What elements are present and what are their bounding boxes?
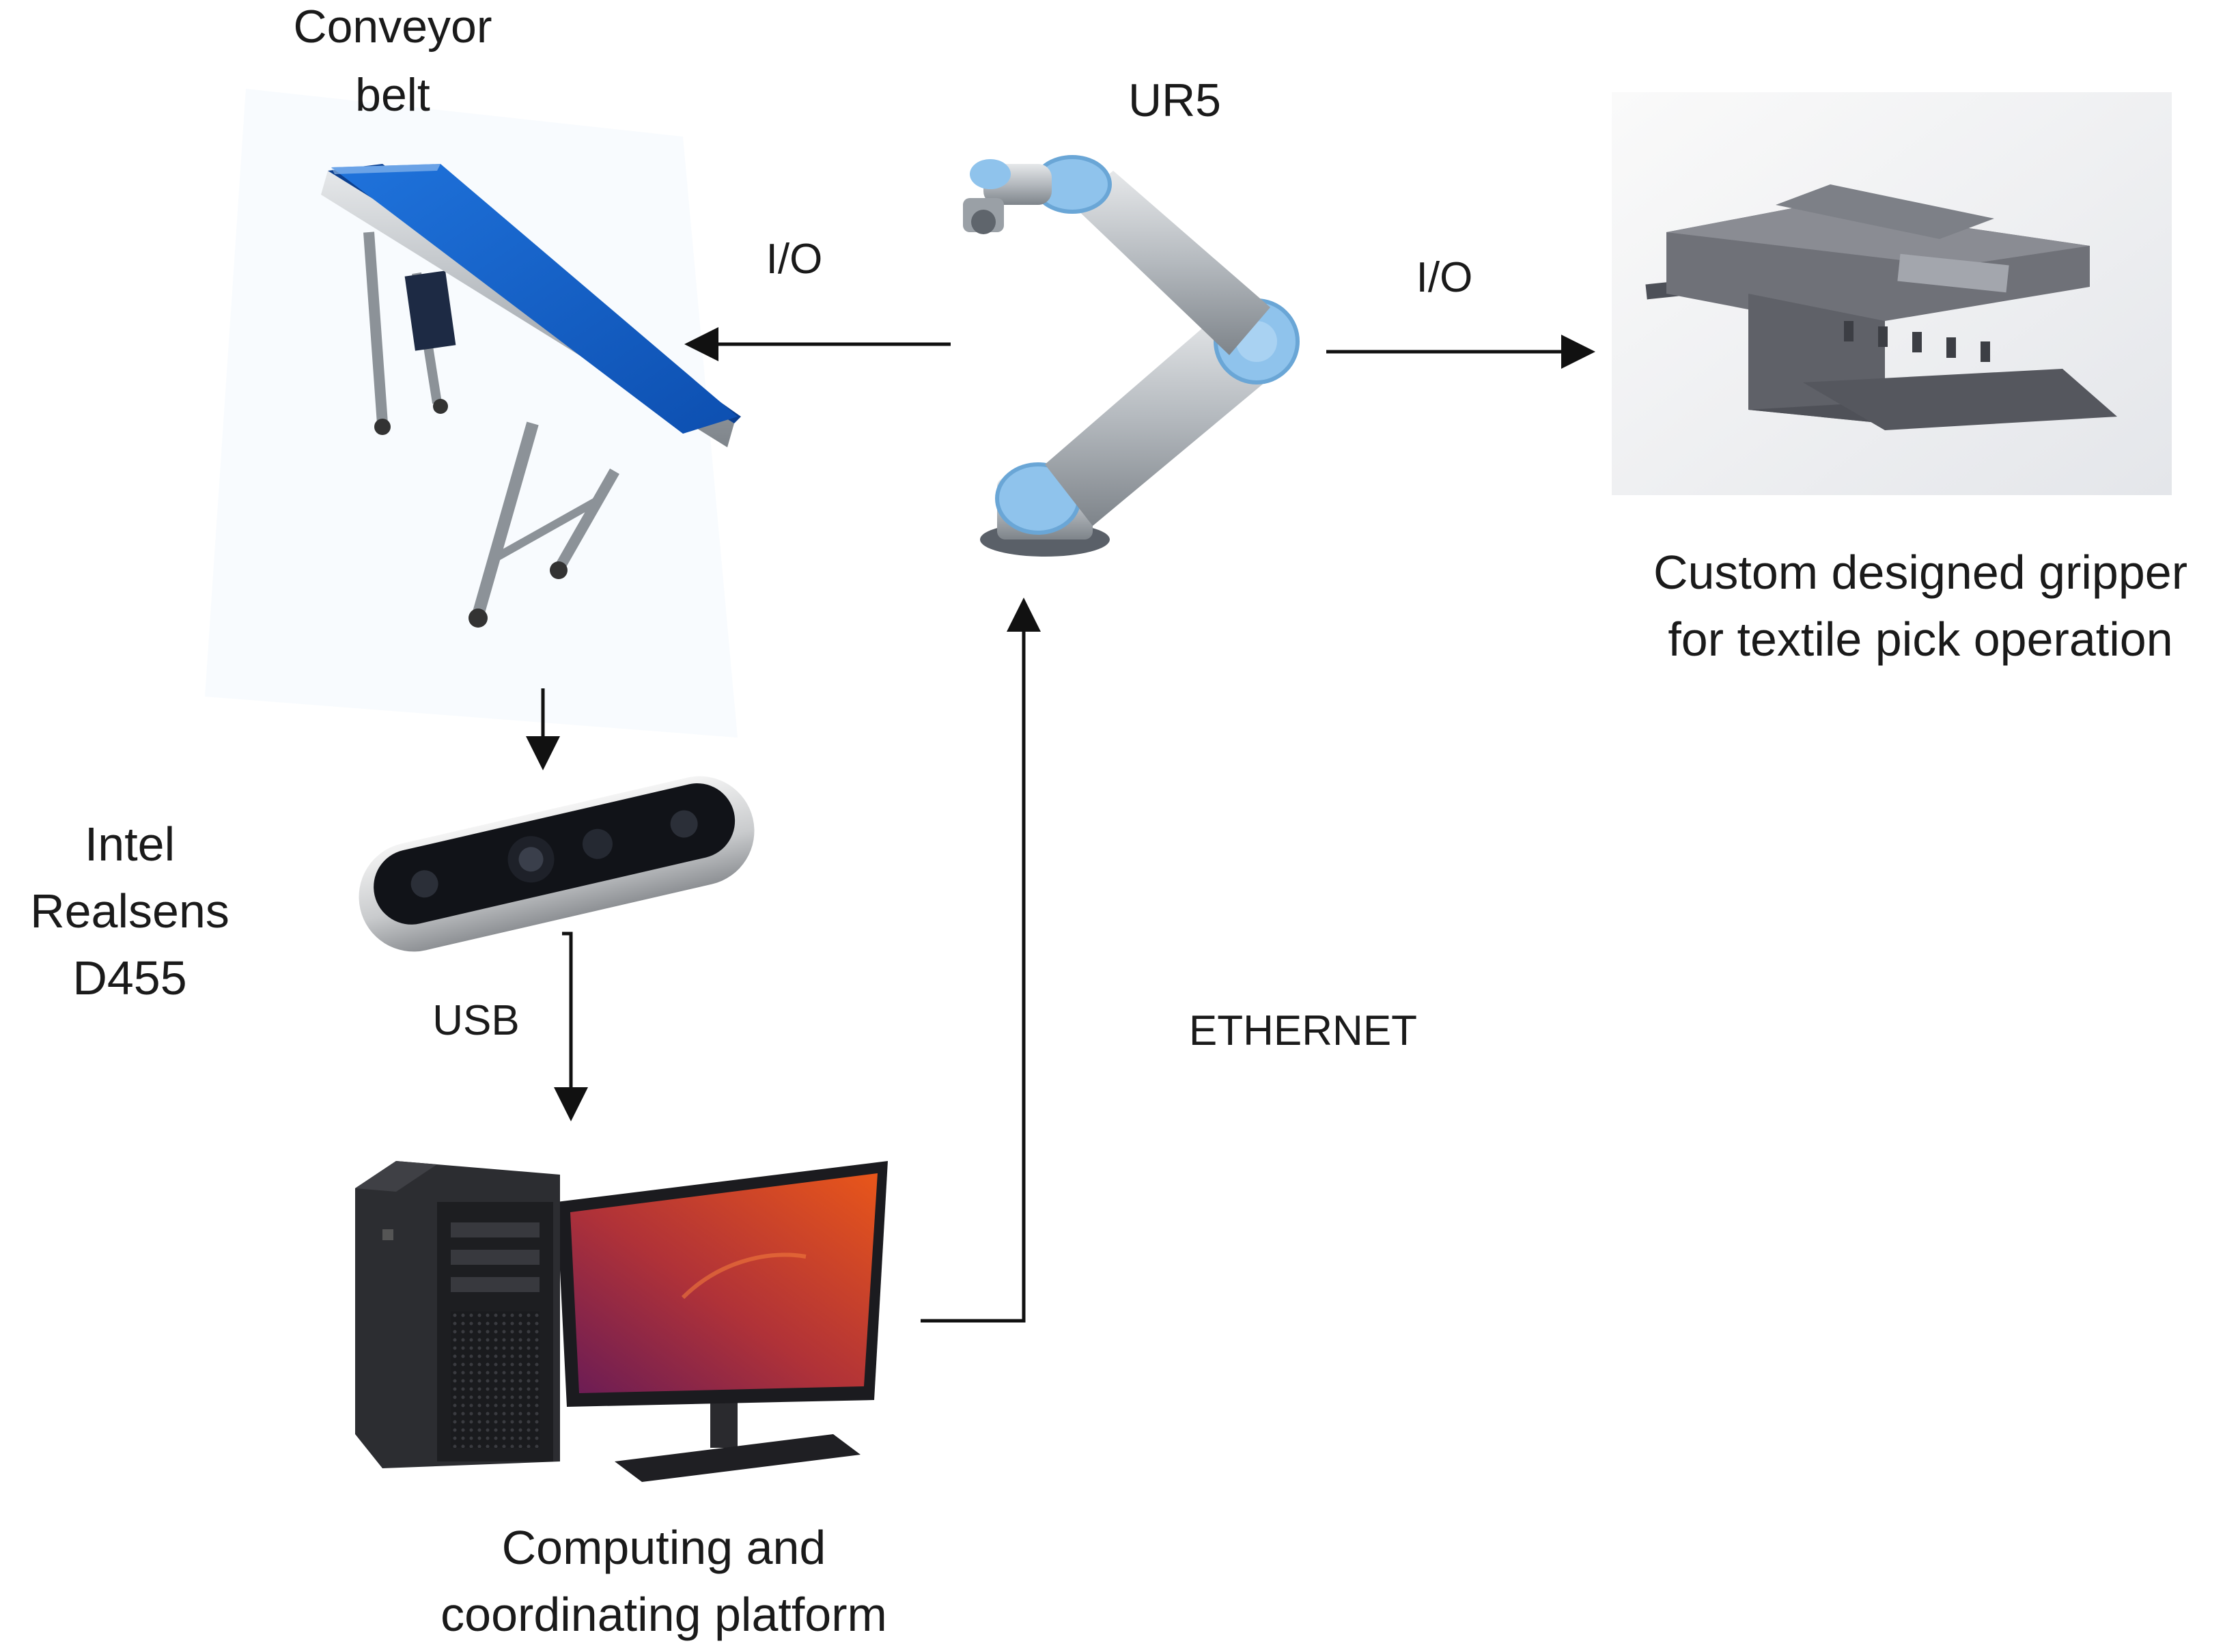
camera-label-line1: Intel [85, 817, 175, 871]
usb-label: USB [432, 997, 519, 1044]
arrow-camera-to-computer [554, 932, 588, 1121]
camera-label-line3: D455 [72, 951, 186, 1005]
camera-label-line2: Realsens [30, 884, 229, 938]
robot-arm-icon [963, 155, 1300, 557]
workstation-icon [355, 1161, 888, 1482]
ethernet-label: ETHERNET [1189, 1007, 1417, 1054]
io-left-label: I/O [766, 236, 823, 283]
gripper-label-line1: Custom designed gripper [1653, 546, 2187, 599]
io-right-label: I/O [1416, 254, 1473, 301]
depth-camera-icon [359, 776, 755, 952]
computer-label-line2: coordinating platform [440, 1588, 887, 1641]
conveyor-belt-icon [205, 89, 741, 738]
computer-label-line1: Computing and [502, 1521, 826, 1574]
gripper-icon [1612, 92, 2172, 495]
conveyor-label-line1: Conveyor [293, 1, 492, 53]
ur5-label: UR5 [1128, 74, 1221, 126]
arrow-computer-to-ur5 [921, 598, 1041, 1323]
gripper-label-line2: for textile pick operation [1668, 613, 2172, 666]
conveyor-label-line2: belt [355, 69, 430, 121]
